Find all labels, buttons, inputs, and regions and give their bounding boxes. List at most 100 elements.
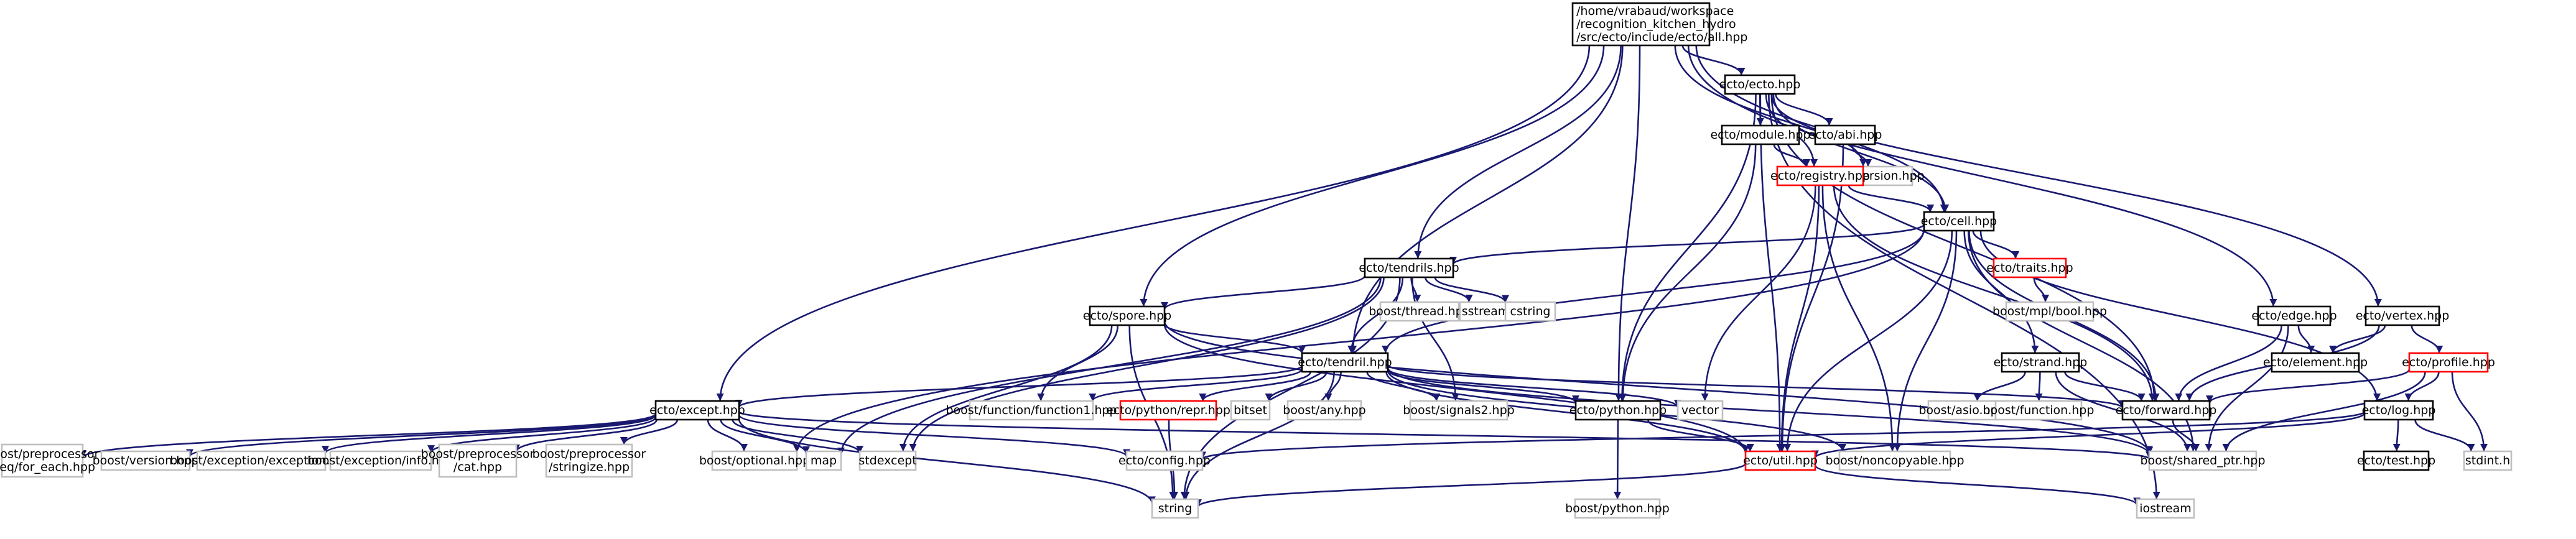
node-box — [858, 450, 917, 471]
edge-ecto_hpp-to-abi_hpp — [1775, 93, 1833, 126]
node-function1[interactable]: boost/function/function1.hpp — [946, 400, 1117, 421]
node-box — [2408, 352, 2489, 373]
edge-module_hpp-to-python_hpp — [1619, 144, 1757, 402]
node-bitset[interactable]: bitset — [1230, 400, 1271, 421]
node-label: ecto/tendrils.hpp — [1359, 261, 1459, 275]
node-box — [329, 450, 432, 471]
edge-tendril_hpp-to-shared_ptr — [1387, 367, 2153, 455]
node-label: ecto/config.hpp — [1118, 454, 1211, 468]
node-test-hpp[interactable]: ecto/test.hpp — [2357, 450, 2435, 471]
node-tendrils-hpp[interactable]: ecto/tendrils.hpp — [1359, 257, 1459, 279]
node-traits-hpp[interactable]: ecto/traits.hpp — [1986, 257, 2073, 279]
node-box — [2136, 498, 2195, 519]
node-thread-hpp[interactable]: boost/thread.hpp — [1369, 301, 1471, 322]
node-label: ecto/strand.hpp — [1994, 356, 2088, 369]
edge-except_hpp-to-pp_stringize — [620, 419, 679, 445]
edge-root-to-tendril_hpp — [1349, 45, 1624, 354]
node-element-hpp[interactable]: ecto/element.hpp — [2263, 352, 2368, 373]
node-stdint[interactable]: stdint.h — [2463, 450, 2513, 471]
node-boost-python[interactable]: boost/python.hpp — [1565, 498, 1670, 519]
edge-tendrils_hpp-to-spore_hpp — [1161, 275, 1366, 310]
node-strand-hpp[interactable]: ecto/strand.hpp — [1994, 352, 2088, 373]
node-pp-cat[interactable]: boost/preprocessor/cat.hpp — [421, 443, 535, 478]
node-pp-stringize[interactable]: boost/preprocessor/stringize.hpp — [532, 443, 646, 478]
edge-tendrils_hpp-to-stdexcept — [909, 277, 1385, 452]
edge-log_hpp-to-util_hpp — [1811, 412, 2366, 459]
node-signals2[interactable]: boost/signals2.hpp — [1403, 400, 1515, 421]
node-label: boost/function/function1.hpp — [946, 403, 1117, 417]
node-label: /seq/for_each.hpp — [0, 461, 95, 474]
node-boost-any[interactable]: boost/any.hpp — [1283, 400, 1366, 421]
node-edge-hpp[interactable]: ecto/edge.hpp — [2251, 305, 2337, 326]
node-ecto-hpp[interactable]: ecto/ecto.hpp — [1719, 74, 1801, 95]
node-boost-info[interactable]: boost/exception/info.hpp — [307, 450, 454, 471]
node-box — [2364, 305, 2440, 326]
node-label: ecto/module.hpp — [1710, 128, 1810, 142]
node-module-hpp[interactable]: ecto/module.hpp — [1710, 124, 1811, 145]
node-boost-optional[interactable]: boost/optional.hpp — [699, 450, 810, 471]
node-iostream[interactable]: iostream — [2136, 498, 2195, 519]
node-box — [654, 400, 740, 421]
node-box — [2463, 450, 2513, 471]
node-box — [1776, 165, 1864, 187]
node-map[interactable]: map — [805, 450, 842, 471]
node-vector[interactable]: vector — [1676, 400, 1724, 421]
node-util-hpp[interactable]: ecto/util.hpp — [1743, 450, 1818, 471]
node-forward-hpp[interactable]: ecto/forward.hpp — [2116, 400, 2217, 421]
node-python-hpp[interactable]: ecto/python.hpp — [1569, 400, 1667, 421]
node-sstream[interactable]: sstream — [1459, 301, 1512, 322]
node-root[interactable]: /home/vrabaud/workspace/recognition_kitc… — [1571, 2, 1747, 47]
edge-vertex_hpp-to-profile_hpp — [2411, 325, 2443, 354]
edge-registry_hpp-to-forward_hpp — [1833, 185, 2156, 402]
node-box — [100, 450, 191, 471]
node-boost-function[interactable]: boost/function.hpp — [1983, 400, 2095, 421]
node-registry-hpp[interactable]: ecto/registry.hpp — [1770, 165, 1870, 187]
node-spore-hpp[interactable]: ecto/spore.hpp — [1083, 305, 1171, 326]
node-cell-hpp[interactable]: ecto/cell.hpp — [1921, 211, 1997, 232]
edge-except_hpp-to-shared_ptr — [738, 411, 2153, 460]
node-log-hpp[interactable]: ecto/log.hpp — [2362, 400, 2436, 421]
edge-cell_hpp-to-tendrils_hpp — [1449, 223, 1925, 265]
node-ecto-config[interactable]: ecto/config.hpp — [1118, 450, 1211, 471]
node-cstring[interactable]: cstring — [1504, 301, 1556, 322]
node-mpl-bool[interactable]: boost/mpl/bool.hpp — [1992, 301, 2107, 322]
node-label: /stringize.hpp — [549, 461, 630, 474]
edge-except_hpp-to-map — [720, 419, 810, 454]
node-except-hpp[interactable]: ecto/except.hpp — [649, 400, 745, 421]
node-box — [2005, 301, 2095, 322]
node-box — [1574, 498, 1661, 519]
node-box — [711, 450, 798, 471]
node-box — [969, 400, 1094, 421]
node-box — [1571, 2, 1711, 47]
node-box — [1814, 124, 1876, 145]
node-label: /src/ecto/include/ecto/all.hpp — [1576, 30, 1747, 44]
node-boost-exception[interactable]: boost/exception/exception.hpp — [170, 450, 353, 471]
node-box — [545, 443, 633, 478]
node-box — [1, 443, 84, 478]
node-boost-version[interactable]: boost/version.hpp — [93, 450, 199, 471]
node-abi-hpp[interactable]: ecto/abi.hpp — [1808, 124, 1882, 145]
node-label: ecto/test.hpp — [2357, 454, 2435, 468]
node-label: map — [811, 454, 837, 468]
edge-tendril_hpp-to-string — [1182, 371, 1335, 500]
node-label: boost/signals2.hpp — [1403, 403, 1514, 417]
node-shared-ptr[interactable]: boost/shared_ptr.hpp — [2140, 450, 2266, 471]
node-vertex-hpp[interactable]: ecto/vertex.hpp — [2356, 305, 2450, 326]
node-string[interactable]: string — [1151, 498, 1199, 519]
edge-ecto_hpp-to-python_hpp — [1618, 93, 1757, 402]
node-python-repr[interactable]: ecto/python/repr.hpp — [1106, 400, 1230, 421]
node-boost-asio[interactable]: boost/asio.hpp — [1918, 400, 2006, 421]
node-stdexcept[interactable]: stdexcept — [858, 450, 917, 471]
node-label: string — [1158, 502, 1193, 515]
edge-strand_hpp-to-shared_ptr — [2055, 371, 2192, 452]
edge-tendrils_hpp-to-map — [837, 277, 1382, 455]
node-noncopyable[interactable]: boost/noncopyable.hpp — [1825, 450, 1965, 471]
node-label: cstring — [1510, 305, 1551, 318]
edge-except_hpp-to-pp_cat — [513, 419, 658, 453]
node-profile-hpp[interactable]: ecto/profile.hpp — [2402, 352, 2495, 373]
edge-tendrils_hpp-to-tendril_hpp — [1347, 277, 1404, 354]
node-seq-for-each[interactable]: boost/preprocessor/seq/for_each.hpp — [0, 443, 100, 478]
node-box — [2001, 352, 2080, 373]
node-tendril-hpp[interactable]: ecto/tendril.hpp — [1298, 352, 1392, 373]
